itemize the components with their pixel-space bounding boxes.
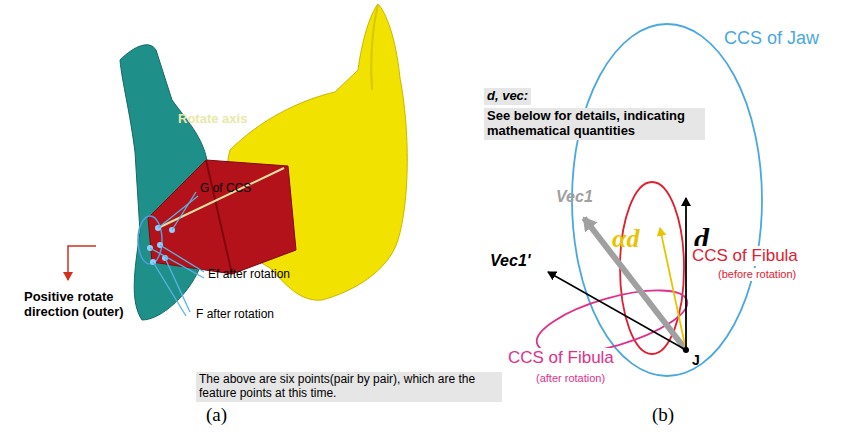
rotate-axis	[158, 168, 284, 228]
ccs-label: CCS of Fibula	[692, 246, 798, 266]
ccs-sublabel: (after rotation)	[536, 372, 605, 385]
vec1-prime	[548, 272, 686, 350]
point-label: J	[692, 352, 700, 368]
rotate-direction-arrow	[68, 246, 96, 280]
jaw-ccs-ellipse	[572, 24, 762, 376]
vector-label: Vec1'	[490, 252, 531, 270]
note: See below for details, indicating mathem…	[484, 108, 705, 140]
alpha-d	[660, 228, 686, 350]
panel-label: (b)	[652, 404, 674, 426]
vector-label: Vec1	[556, 188, 593, 206]
fibula-segment	[148, 160, 296, 274]
fibula-ccs-before	[620, 182, 684, 354]
d-vector	[685, 198, 687, 350]
point-label: F after rotation	[196, 308, 274, 322]
ccs-label: CCS of Fibula	[508, 348, 614, 368]
ccs-sublabel: (before rotation)	[718, 268, 796, 281]
point-label: Ef after rotation	[208, 268, 290, 282]
note: The above are six points(pair by pair), …	[196, 372, 502, 402]
axis-label: Rotate axis	[178, 112, 247, 127]
note: d, vec:	[484, 88, 531, 105]
vec1	[584, 218, 686, 350]
direction-label: Positive rotate direction (outer)	[24, 290, 164, 320]
vector-label: αd	[612, 224, 639, 254]
panel-label: (a)	[206, 404, 227, 426]
ccs-label: CCS of Jaw	[724, 28, 819, 49]
point-label: G of CCS	[200, 182, 251, 196]
